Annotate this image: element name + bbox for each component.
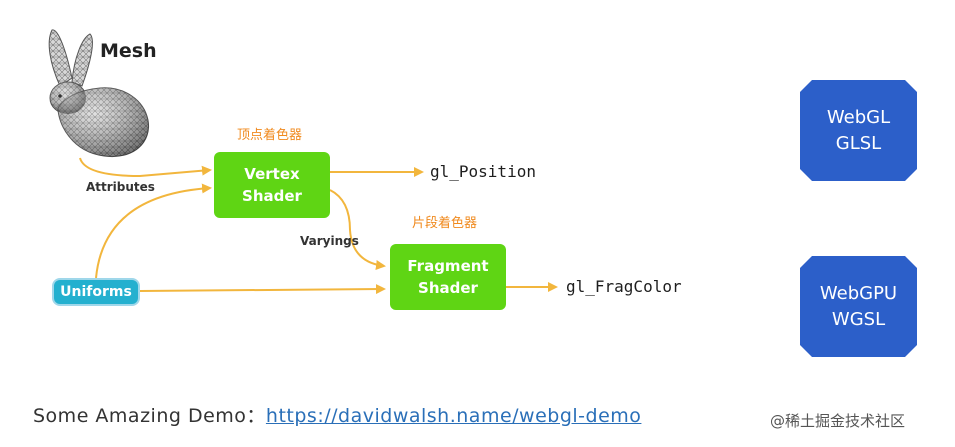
fragment-shader-line2: Shader: [418, 279, 478, 297]
varyings-arrow: [329, 189, 386, 270]
wgsl-label: WGSL: [831, 308, 886, 330]
attributes-label: Attributes: [86, 180, 155, 194]
webgpu-label: WebGPU: [819, 282, 898, 304]
vertex-shader-line1: Vertex: [244, 165, 300, 183]
demo-footer-prefix: Some Amazing Demo：: [33, 405, 266, 427]
vertex-shader-box: Vertex Shader: [214, 152, 330, 218]
attributes-arrow: [79, 157, 212, 178]
uniforms-to-fragment-arrow: [139, 284, 386, 295]
vertex-shader-line2: Shader: [242, 187, 302, 205]
bunny-wireframe-icon: [48, 29, 150, 158]
webgl-glsl-box: WebGL GLSL: [800, 80, 917, 181]
demo-footer: Some Amazing Demo：https://davidwalsh.nam…: [33, 401, 641, 428]
fragment-shader-cn-label: 片段着色器: [412, 216, 478, 231]
mesh-label: Mesh: [100, 40, 157, 62]
fragment-shader-line1: Fragment: [407, 257, 489, 275]
juejin-watermark: @稀土掘金技术社区: [770, 412, 906, 430]
webgl-label: WebGL: [826, 106, 891, 128]
webgpu-wgsl-box: WebGPU WGSL: [800, 256, 917, 357]
uniforms-box: Uniforms: [52, 278, 140, 306]
varyings-label: Varyings: [300, 234, 359, 248]
gl-fragcolor-output: gl_FragColor: [566, 277, 682, 296]
vertex-shader-cn-label: 顶点着色器: [237, 128, 303, 143]
uniforms-to-vertex-arrow: [95, 183, 212, 279]
demo-link[interactable]: https://davidwalsh.name/webgl-demo: [265, 405, 642, 427]
fragment-shader-box: Fragment Shader: [390, 244, 506, 310]
glsl-label: GLSL: [835, 132, 882, 154]
gl-position-output: gl_Position: [430, 162, 536, 181]
